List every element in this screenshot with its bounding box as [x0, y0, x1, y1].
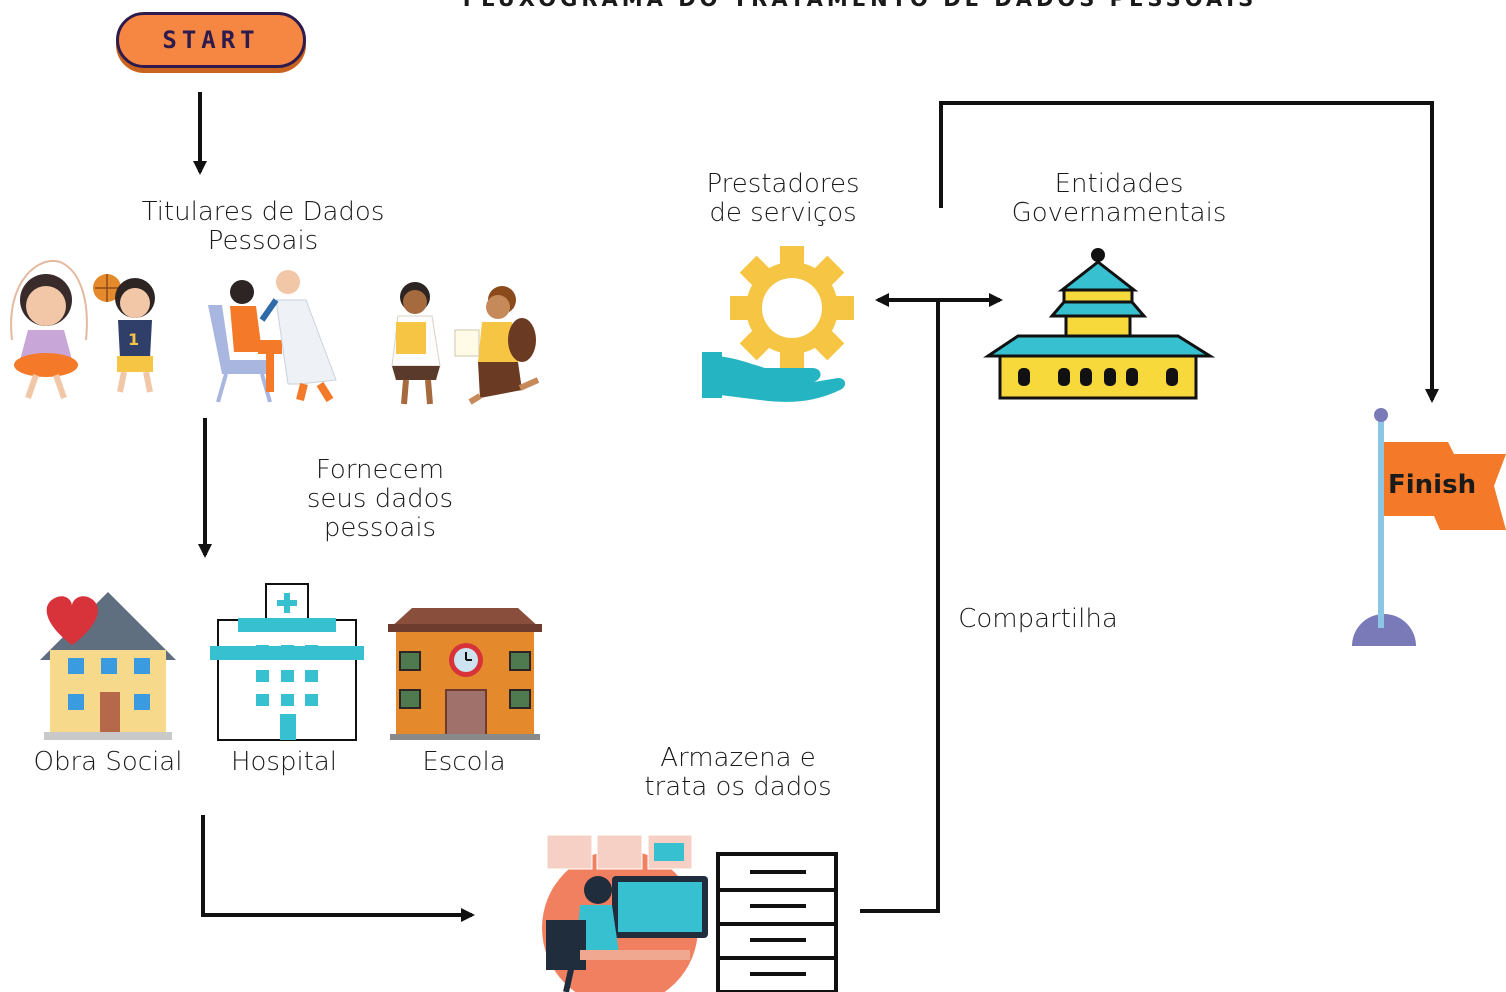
arrow-entities-to-finish	[939, 101, 1439, 403]
connector-storage-to-share	[860, 300, 940, 913]
arrow-institutions-to-storage	[201, 815, 475, 922]
escola-icon	[388, 608, 542, 740]
hospital-label: Hospital	[230, 747, 338, 777]
start-terminal: START	[116, 12, 306, 68]
obra-social-label: Obra Social	[33, 747, 183, 777]
finish-flag-icon	[1352, 408, 1506, 646]
titulares-label: Titulares de Dados Pessoais	[141, 197, 385, 256]
hospital-icon	[210, 583, 364, 741]
finish-label: Finish	[1388, 470, 1477, 500]
armazena-label: Armazena e trata os dados	[644, 743, 832, 802]
data-processing-illustration	[542, 834, 708, 992]
obra-social-icon	[40, 592, 176, 740]
service-provider-icon	[702, 246, 854, 402]
flowchart-title: FLUXOGRAMA DO TRATAMENTO DE DADOS PESSOA…	[380, 0, 1340, 11]
escola-label: Escola	[422, 747, 506, 777]
doctor-patient-illustration	[208, 270, 337, 403]
government-building-icon	[983, 248, 1216, 400]
fornecem-label: Fornecem seus dados pessoais	[306, 455, 454, 543]
svg-text:1: 1	[128, 330, 139, 349]
students-illustration	[391, 282, 540, 405]
server-icon	[716, 852, 838, 992]
compartilha-label: Compartilha	[958, 604, 1118, 634]
children-playing-illustration: 1	[10, 259, 155, 399]
start-label: START	[162, 26, 260, 54]
prestadores-label: Prestadores de serviços	[706, 169, 860, 228]
entidades-label: Entidades Governamentais	[1011, 169, 1227, 228]
